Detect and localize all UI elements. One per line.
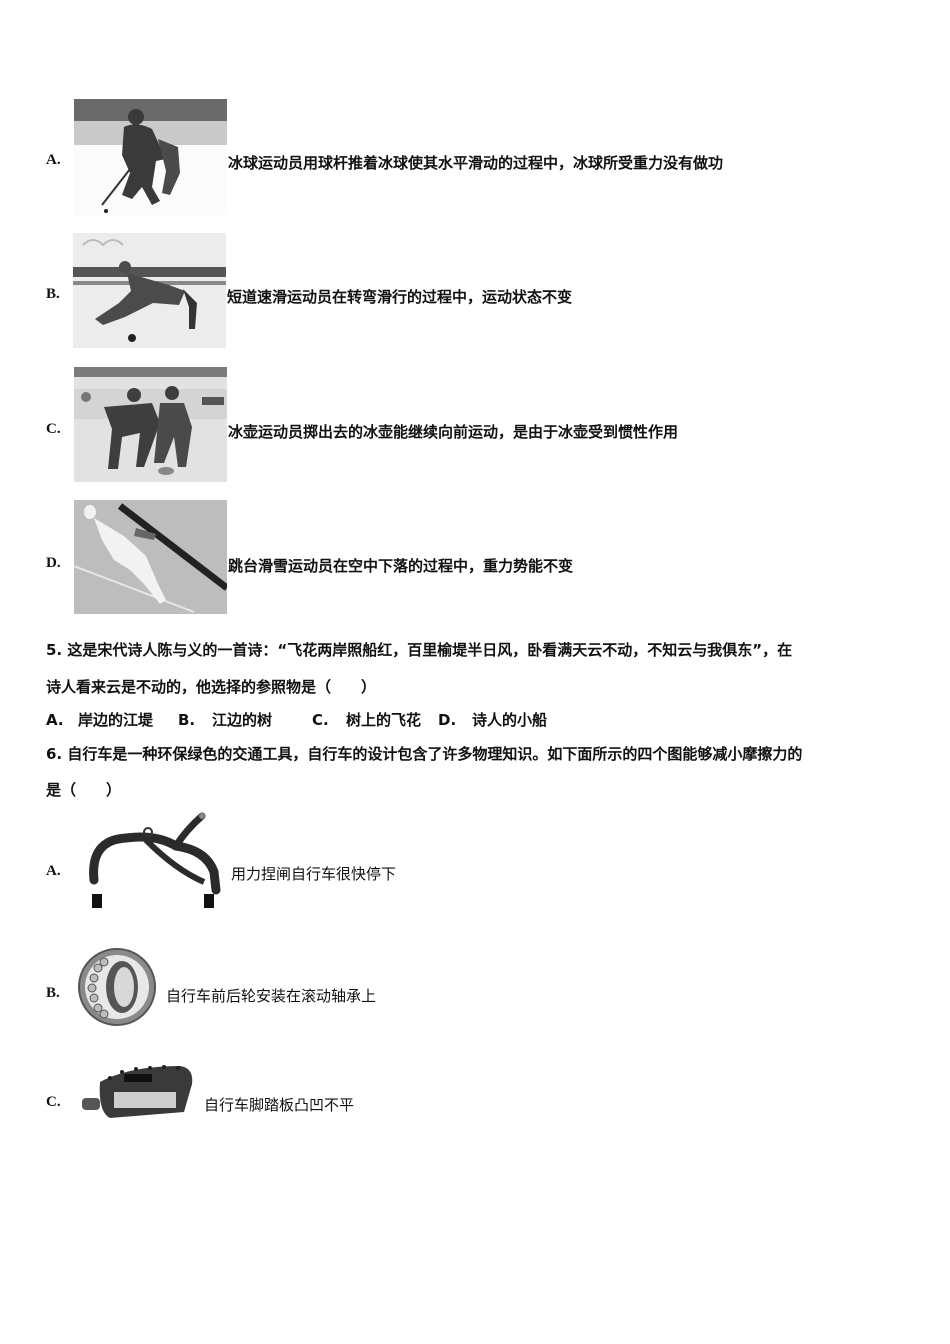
option-text: 自行车脚踏板凸凹不平 (204, 1096, 355, 1114)
choice-d-text: 诗人的小船 (472, 711, 548, 729)
choice-a-text: 岸边的江堤 (78, 711, 154, 729)
speed-skating-photo (73, 233, 226, 348)
option-label: D. (46, 555, 61, 571)
choice-c-label: C. (312, 711, 329, 729)
option-label: C. (46, 421, 61, 437)
option-label: A. (46, 152, 61, 168)
choice-d-label: D. (438, 711, 457, 729)
option-text: 冰壶运动员掷出去的冰壶能继续向前运动，是由于冰壶受到惯性作用 (228, 423, 679, 441)
option-text: 用力捏闸自行车很快停下 (231, 865, 397, 883)
option-text: 短道速滑运动员在转弯滑行的过程中，运动状态不变 (227, 288, 573, 306)
choice-b-text: 江边的树 (212, 711, 273, 729)
bicycle-pedal-photo (80, 1056, 198, 1126)
curling-photo (74, 367, 227, 482)
ball-bearing-photo (76, 946, 158, 1028)
question-6-stem-line2: 是（ ） (46, 781, 122, 799)
ski-jumping-photo (74, 500, 227, 614)
option-label: B. (46, 286, 60, 302)
question-5-stem-line1: 5. 这是宋代诗人陈与义的一首诗：“飞花两岸照船红，百里榆堤半日风，卧看满天云不… (46, 641, 793, 659)
question-5-choices: A. 岸边的江堤 B. 江边的树 C. 树上的飞花 D. 诗人的小船 (46, 709, 547, 730)
choice-b-label: B. (178, 711, 196, 729)
choice-a-label: A. (46, 711, 64, 729)
option-text: 自行车前后轮安装在滚动轴承上 (166, 987, 377, 1005)
ice-hockey-photo (74, 99, 227, 215)
question-6-stem-line1: 6. 自行车是一种环保绿色的交通工具，自行车的设计包含了许多物理知识。如下面所示… (46, 745, 803, 763)
question-5-stem-line2: 诗人看来云是不动的，他选择的参照物是（ ） (46, 678, 377, 696)
option-label: B. (46, 985, 60, 1001)
option-text: 冰球运动员用球杆推着冰球使其水平滑动的过程中，冰球所受重力没有做功 (228, 154, 724, 172)
choice-c-text: 树上的飞花 (346, 711, 422, 729)
bicycle-brake-photo (76, 810, 226, 915)
option-text: 跳台滑雪运动员在空中下落的过程中，重力势能不变 (228, 557, 574, 575)
option-label: A. (46, 863, 61, 879)
option-label: C. (46, 1094, 61, 1110)
